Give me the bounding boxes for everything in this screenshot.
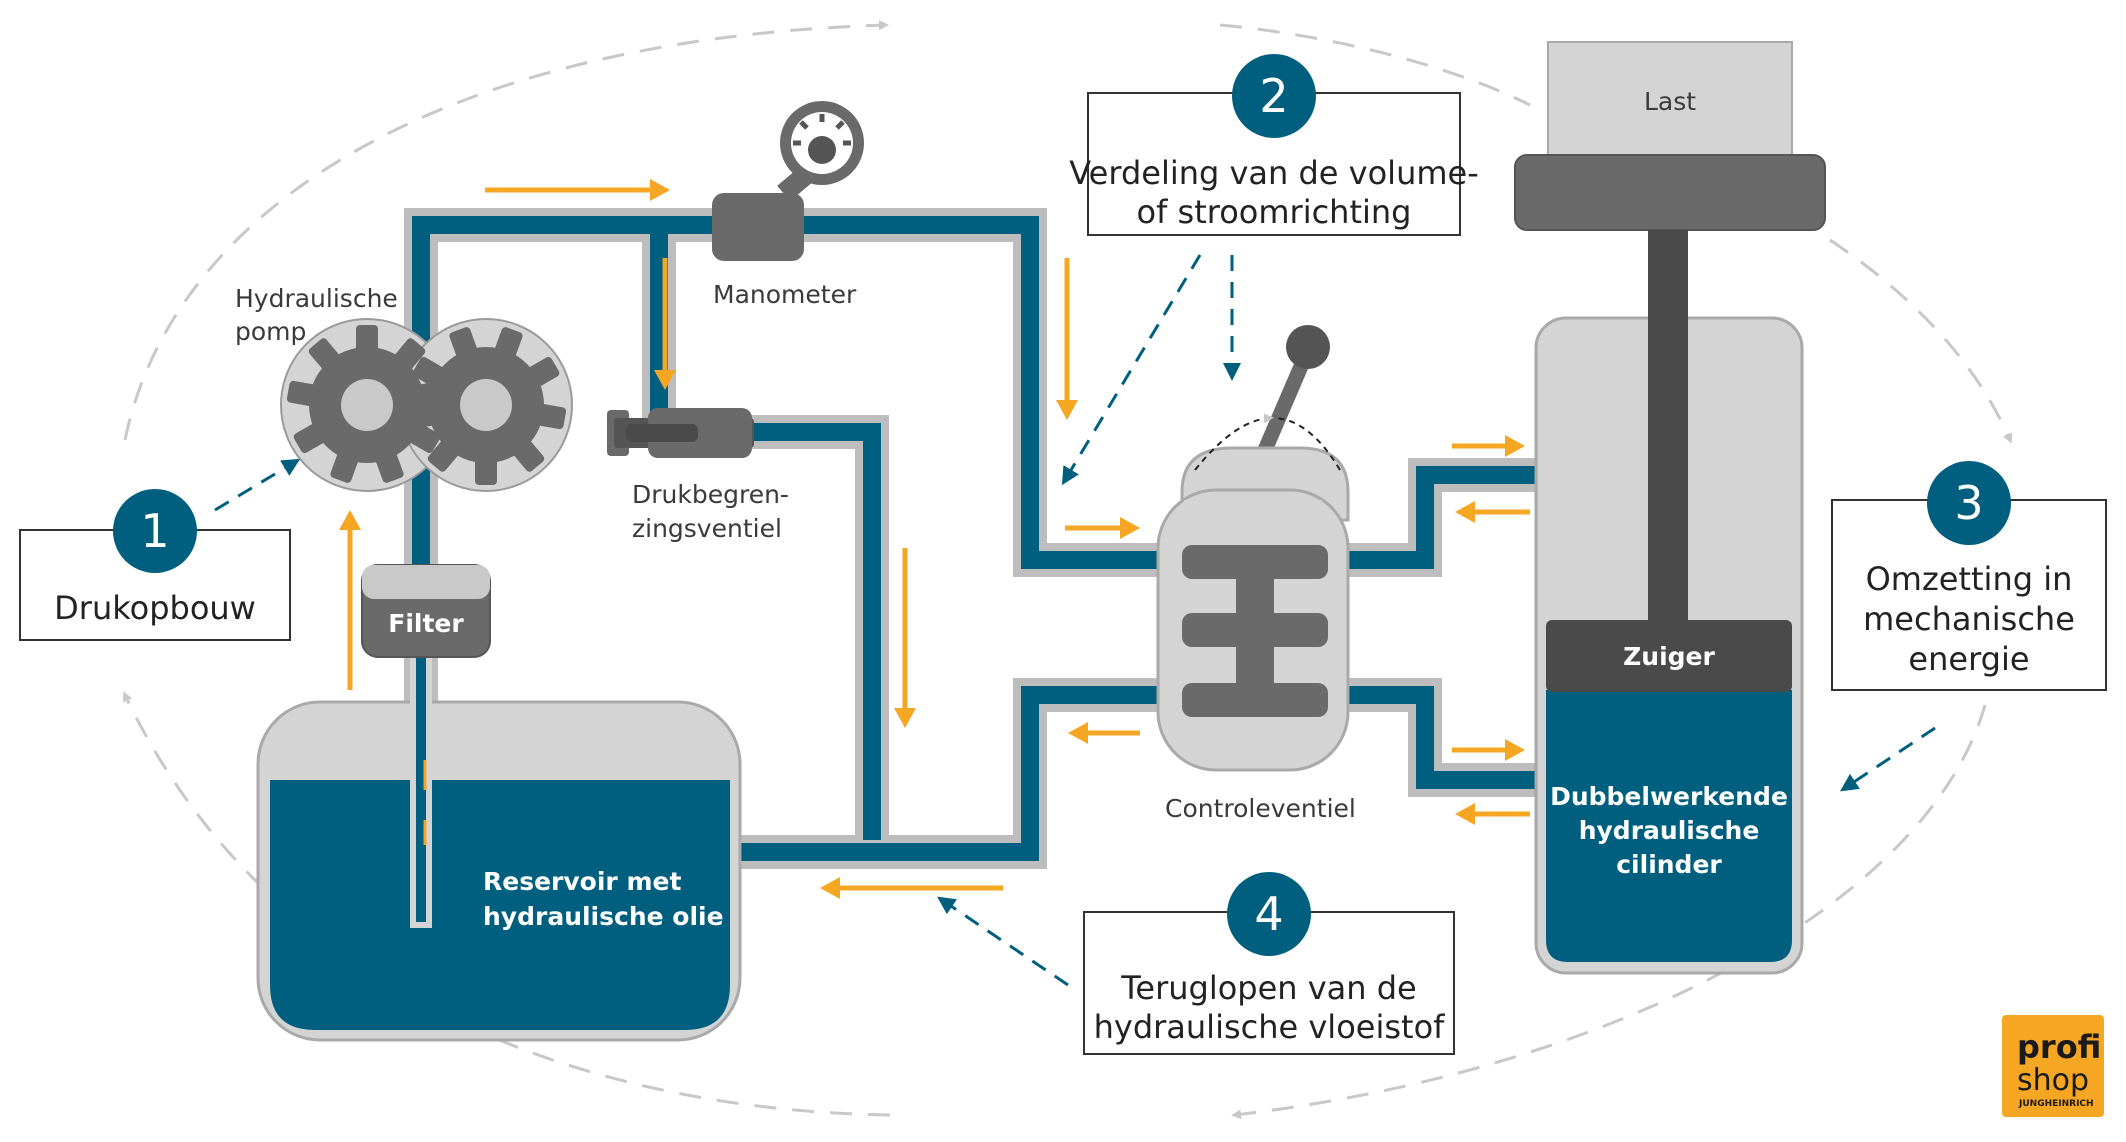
step-2-box: Verdeling van de volume- of stroomrichti…: [1069, 54, 1479, 236]
flow-arrow-head-11: [1068, 722, 1088, 744]
reservoir: Reservoir met hydraulische olie: [256, 637, 742, 1042]
logo-line1: profi: [2017, 1028, 2101, 1066]
filter: Filter: [361, 564, 491, 658]
cylinder-label-line3: cilinder: [1616, 850, 1722, 879]
logo-line2: shop: [2017, 1063, 2089, 1098]
step-3-text-line2: mechanische: [1863, 600, 2075, 638]
cylinder-label-line2: hydraulische: [1579, 816, 1760, 845]
step-1-box: Drukopbouw 1: [19, 489, 291, 641]
flow-arrow-head-12: [820, 877, 840, 899]
step-2-text-line1: Verdeling van de volume-: [1069, 154, 1479, 192]
flow-arrow-head-5: [339, 510, 361, 530]
profishop-logo: profi shop JUNGHEINRICH: [2002, 1015, 2104, 1117]
flow-arrow-head-2: [1056, 400, 1078, 420]
step-3-box: Omzetting in mechanische energie 3: [1831, 461, 2107, 691]
piston-label: Zuiger: [1623, 642, 1715, 671]
relief-valve-label-line1: Drukbegren-: [632, 480, 789, 509]
flow-arrow-head-4: [894, 708, 916, 728]
step-3-text-line3: energie: [1908, 640, 2029, 678]
control-valve: Controleventiel: [1156, 325, 1356, 823]
manometer-label: Manometer: [713, 280, 857, 309]
double-acting-cylinder: Zuiger Dubbelwerkende hydraulische cilin…: [1534, 230, 1804, 975]
pump-label-line1: Hydraulische: [235, 284, 398, 313]
pump-label-line2: pomp: [235, 317, 306, 346]
gear-left: [286, 325, 448, 483]
lever-motion-arrows: [1194, 413, 1341, 471]
flow-arrow-head-3: [654, 370, 676, 390]
step-1-text: Drukopbouw: [54, 589, 256, 627]
flow-arrow-head-1: [650, 179, 670, 201]
relief-valve-label-line2: zingsventiel: [632, 514, 782, 543]
step-4-box: Teruglopen van de hydraulische vloeistof…: [1083, 872, 1455, 1055]
flow-arrow-head-9: [1505, 739, 1525, 761]
load-label: Last: [1644, 87, 1696, 116]
step-3-text-line1: Omzetting in: [1866, 560, 2073, 598]
control-valve-label: Controleventiel: [1165, 794, 1356, 823]
manometer: Manometer: [712, 101, 864, 309]
step-4-badge: 4: [1254, 887, 1283, 941]
flow-arrow-head-6: [1120, 517, 1140, 539]
hydraulic-pump: Hydraulische pomp: [235, 284, 573, 492]
filter-label: Filter: [388, 609, 464, 638]
logo-tagline: JUNGHEINRICH: [2018, 1099, 2094, 1109]
gear-right: [405, 327, 567, 485]
step-2-text-line2: of stroomrichting: [1137, 193, 1412, 231]
flow-arrow-head-10: [1455, 803, 1475, 825]
pressure-relief-valve: Drukbegren- zingsventiel: [607, 408, 789, 543]
reservoir-label-line2: hydraulische olie: [483, 902, 724, 931]
load: Last: [1514, 41, 1826, 231]
flow-arrow-head-8: [1455, 501, 1475, 523]
step-4-text-line1: Teruglopen van de: [1120, 969, 1416, 1007]
flow-arrows: [339, 179, 1530, 899]
pointer-arrows: [214, 254, 1936, 987]
step-2-badge: 2: [1259, 69, 1288, 123]
reservoir-label-line1: Reservoir met: [483, 867, 681, 896]
flow-arrow-head-7: [1505, 435, 1525, 457]
step-3-badge: 3: [1954, 476, 1983, 530]
cylinder-label-line1: Dubbelwerkende: [1550, 782, 1788, 811]
step-4-text-line2: hydraulische vloeistof: [1094, 1008, 1446, 1046]
step-1-badge: 1: [140, 504, 169, 558]
